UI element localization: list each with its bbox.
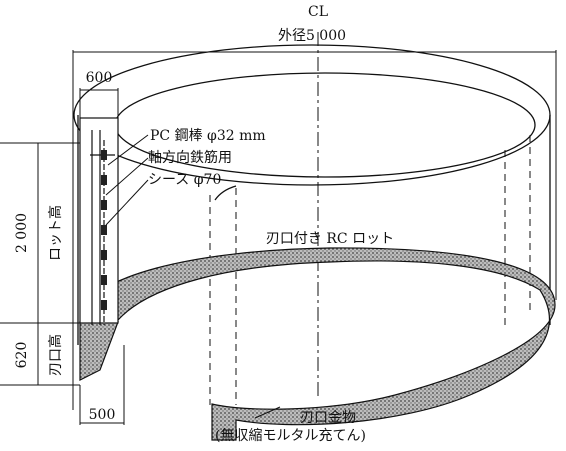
- edge-height-value: 620: [14, 342, 30, 369]
- lot-height-label: ロット高: [47, 205, 64, 261]
- rc-lot-label: 刃口付き RC ロット: [266, 231, 394, 247]
- centerline-label: CL: [308, 4, 328, 20]
- wall-section: [79, 117, 119, 325]
- lot-height-value: 2 000: [14, 213, 30, 253]
- sheath-markers: [101, 150, 107, 310]
- edge-width-label: 500: [89, 407, 116, 423]
- leader-lines: [105, 134, 281, 419]
- cutting-edge-ring: [79, 247, 556, 441]
- edge-metal-label: 刃口金物: [300, 410, 356, 426]
- lot-height-dimension: [0, 142, 80, 324]
- axial-rebar-label: 軸方向鉄筋用: [148, 149, 232, 166]
- wall-thickness-dimension: [79, 88, 119, 118]
- edge-height-dimension: [0, 323, 80, 386]
- sheath-label: シース φ70: [148, 172, 221, 188]
- top-ring: [73, 44, 551, 186]
- pc-bar-label: PC 鋼棒 φ32 mm: [150, 128, 266, 144]
- edge-width-dimension: [79, 345, 125, 425]
- mortar-fill-label: (無収縮モルタル充てん): [215, 428, 366, 444]
- edge-height-label: 刃口高: [47, 334, 64, 376]
- wall-thickness-label: 600: [86, 70, 113, 86]
- outer-diameter-dimension: [72, 50, 557, 410]
- outer-diameter-label: 外径5 000: [278, 28, 346, 44]
